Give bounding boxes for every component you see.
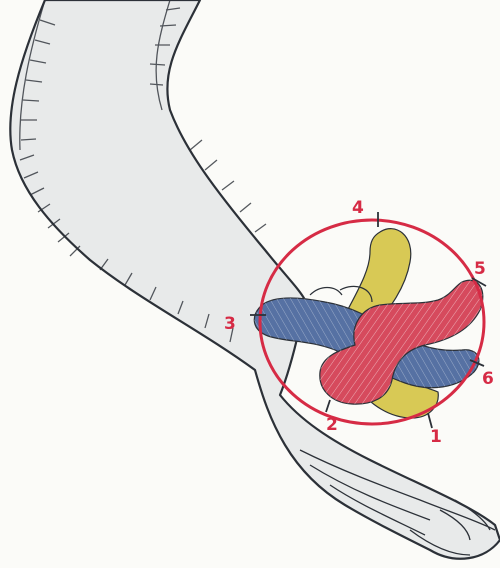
marker-label-4: 4	[352, 198, 364, 218]
arm-drawing	[10, 0, 500, 559]
arm-fill	[10, 0, 500, 559]
marker-label-3: 3	[224, 314, 236, 334]
marker-label-2: 2	[326, 415, 338, 435]
marker-label-5: 5	[474, 259, 486, 279]
marker-label-1: 1	[430, 427, 442, 447]
marker-label-6: 6	[482, 369, 494, 389]
